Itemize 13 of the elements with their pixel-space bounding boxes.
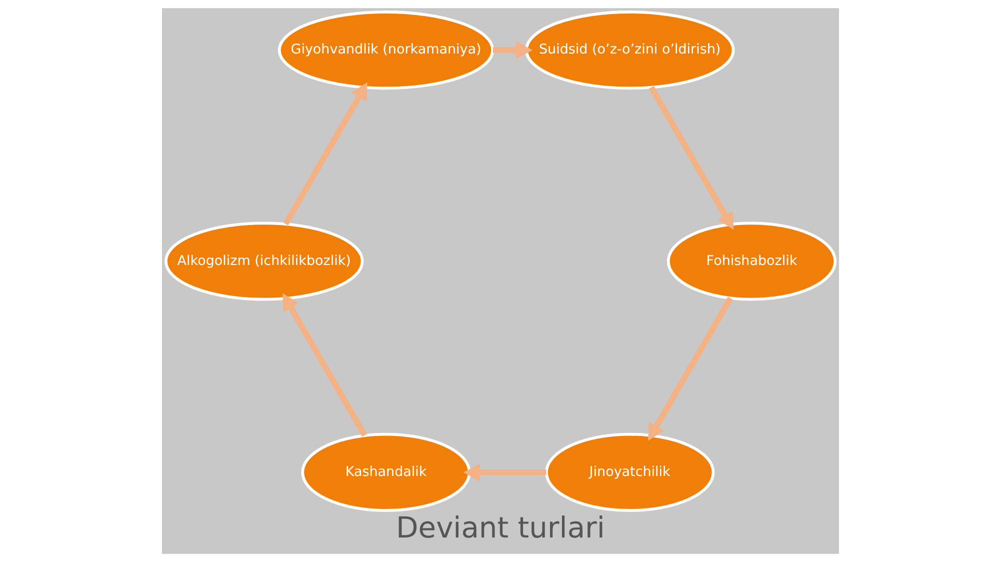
node-ellipse: Suidsid (o’z-o’zini o’ldirish) — [524, 10, 734, 90]
node-ellipse: Jinoyatchilik — [544, 432, 714, 512]
diagram-title: Deviant turlari — [396, 510, 604, 544]
arrow — [462, 464, 546, 482]
node-ellipse: Kashandalik — [300, 432, 470, 512]
node-ellipse: Alkogolizm (ichkilikbozlik) — [164, 222, 364, 301]
arrow — [648, 86, 734, 230]
node-ellipse: Fohishabozlik — [666, 222, 836, 301]
arrow — [282, 293, 367, 437]
arrow — [492, 41, 532, 59]
node-ellipse: Giyohvandlik (norkamaniya) — [277, 10, 494, 90]
arrow — [648, 296, 732, 441]
arrow — [282, 82, 367, 226]
